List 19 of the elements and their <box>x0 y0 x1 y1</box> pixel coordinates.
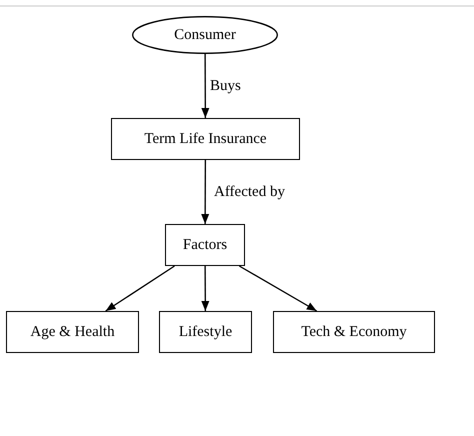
arrow <box>238 265 318 312</box>
arrow <box>105 265 175 312</box>
node-label: Consumer <box>174 26 236 44</box>
process-box <box>159 311 252 353</box>
arrow <box>201 160 210 224</box>
ellipse-node <box>132 16 278 54</box>
edge-label: Buys <box>210 78 241 95</box>
node-label: Lifestyle <box>178 324 232 340</box>
node-label: Term Life Insurance <box>144 130 267 148</box>
node-label: Factors <box>182 236 228 254</box>
process-box <box>6 311 139 353</box>
edge-label: Affected by <box>214 184 285 201</box>
process-box <box>111 118 300 160</box>
arrow <box>201 266 210 311</box>
process-box <box>165 224 245 266</box>
arrow <box>201 54 210 118</box>
node-label: Age & Health <box>30 324 115 340</box>
process-box <box>273 311 435 353</box>
node-label: Tech & Economy <box>301 324 407 340</box>
